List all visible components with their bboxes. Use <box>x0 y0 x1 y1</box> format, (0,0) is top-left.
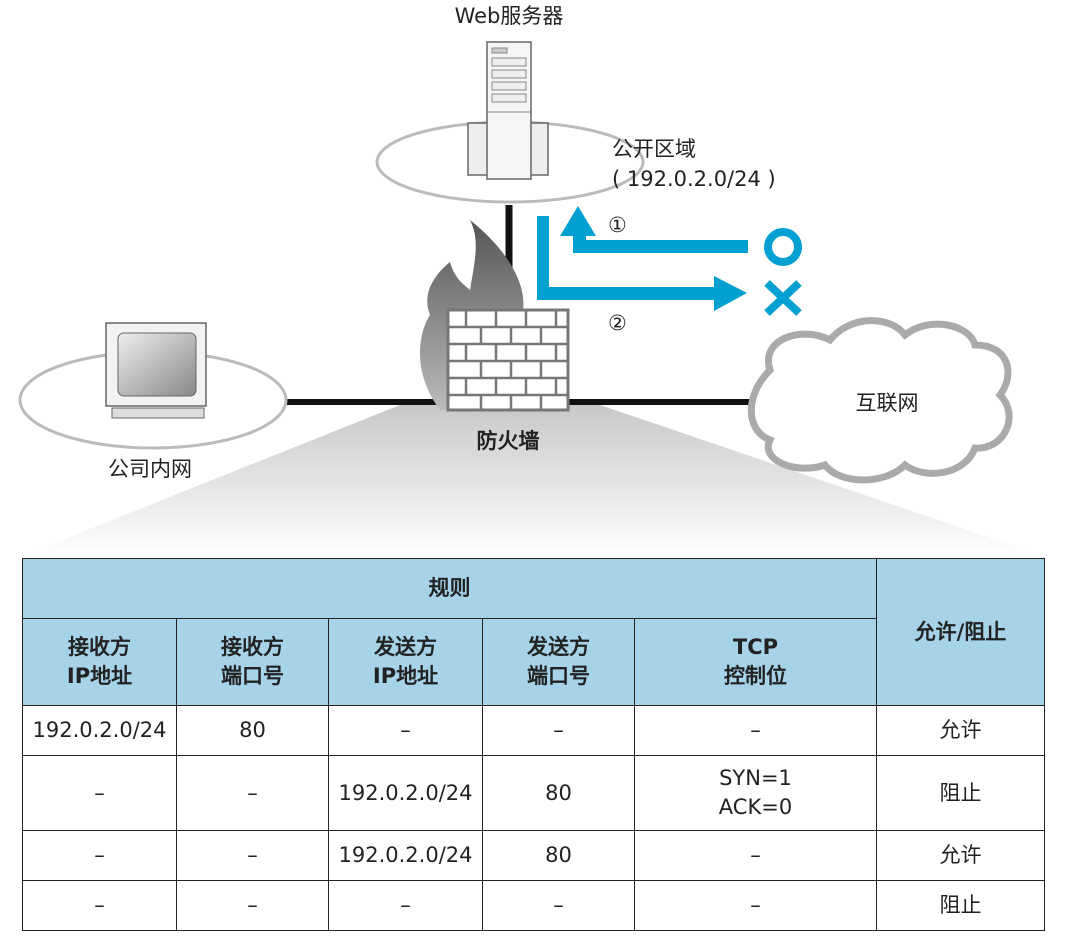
column-header-line: 端口号 <box>527 664 590 688</box>
firewall-icon <box>420 220 570 412</box>
column-header-line: IP地址 <box>66 664 133 688</box>
web-server-label: Web服务器 <box>455 4 564 28</box>
column-header-line: 接收方 <box>221 635 284 659</box>
action-cell: 阻止 <box>876 880 1045 931</box>
column-header: 发送方端口号 <box>482 618 635 706</box>
action-header: 允许/阻止 <box>876 558 1045 706</box>
table-cell: 192.0.2.0/24 <box>328 755 483 831</box>
column-header-line: TCP <box>732 635 779 659</box>
rules-header: 规则 <box>22 558 877 619</box>
column-header: 接收方端口号 <box>176 618 329 706</box>
cell-line: – <box>750 718 761 742</box>
table-row: –––––阻止 <box>22 880 1045 931</box>
public-zone-label: 公开区域 <box>612 137 696 161</box>
column-header: 发送方 IP地址 <box>328 618 483 706</box>
firewall-label: 防火墙 <box>477 429 540 453</box>
column-header-line: 控制位 <box>724 664 787 688</box>
column-header-line: IP地址 <box>372 664 439 688</box>
table-cell: – <box>328 705 483 756</box>
table-cell: – <box>634 705 877 756</box>
firewall-rules-table: 规则 允许/阻止 接收方 IP地址 接收方端口号 发送方 IP地址 发送方端口号 TCP 控制… <box>22 558 1045 931</box>
cell-line: – <box>750 893 761 917</box>
table-cell: – <box>482 705 635 756</box>
pc-monitor-icon <box>105 322 207 419</box>
column-header: TCP 控制位 <box>634 618 877 706</box>
table-cell: 192.0.2.0/24 <box>22 705 177 756</box>
allowed-circle-icon <box>764 228 802 266</box>
arrow-1-label: ① <box>608 213 627 237</box>
public-subnet-label: ( 192.0.2.0/24 ) <box>612 167 776 191</box>
arrow-2-blocked <box>537 216 747 311</box>
action-cell: 阻止 <box>876 755 1045 831</box>
table-cell: – <box>634 880 877 931</box>
cell-line: – <box>750 843 761 867</box>
table-cell: – <box>176 830 329 881</box>
table-cell: 80 <box>482 830 635 881</box>
cell-line: ACK=0 <box>718 795 793 819</box>
cell-line: SYN=1 <box>719 766 792 790</box>
network-diagram: Web服务器 公开区域 ( 192.0.2.0/24 ) ① ② 防火墙 公司内… <box>18 4 1044 556</box>
internet-cloud-icon <box>747 317 1013 484</box>
intranet-label: 公司内网 <box>108 457 192 481</box>
table-cell: – <box>328 880 483 931</box>
table-cell: – <box>634 830 877 881</box>
table-cell: 80 <box>176 705 329 756</box>
table-cell: – <box>22 880 177 931</box>
arrow-2-label: ② <box>608 311 627 335</box>
action-cell: 允许 <box>876 705 1045 756</box>
table-cell: 80 <box>482 755 635 831</box>
table-cell: – <box>482 880 635 931</box>
blocked-cross-icon <box>764 280 802 316</box>
zoom-funnel <box>22 405 1044 556</box>
table-cell: – <box>176 755 329 831</box>
column-header-line: 发送方 <box>527 635 590 659</box>
column-header: 接收方 IP地址 <box>22 618 177 706</box>
internet-label: 互联网 <box>856 391 919 415</box>
table-cell: 192.0.2.0/24 <box>328 830 483 881</box>
column-header-line: 端口号 <box>221 664 284 688</box>
server-icon <box>467 41 549 180</box>
column-header-line: 接收方 <box>68 635 131 659</box>
arrow-1-allowed <box>560 206 748 253</box>
table-cell: – <box>22 755 177 831</box>
table-cell: – <box>176 880 329 931</box>
action-cell: 允许 <box>876 830 1045 881</box>
table-cell: – <box>22 830 177 881</box>
column-header-line: 发送方 <box>374 635 437 659</box>
